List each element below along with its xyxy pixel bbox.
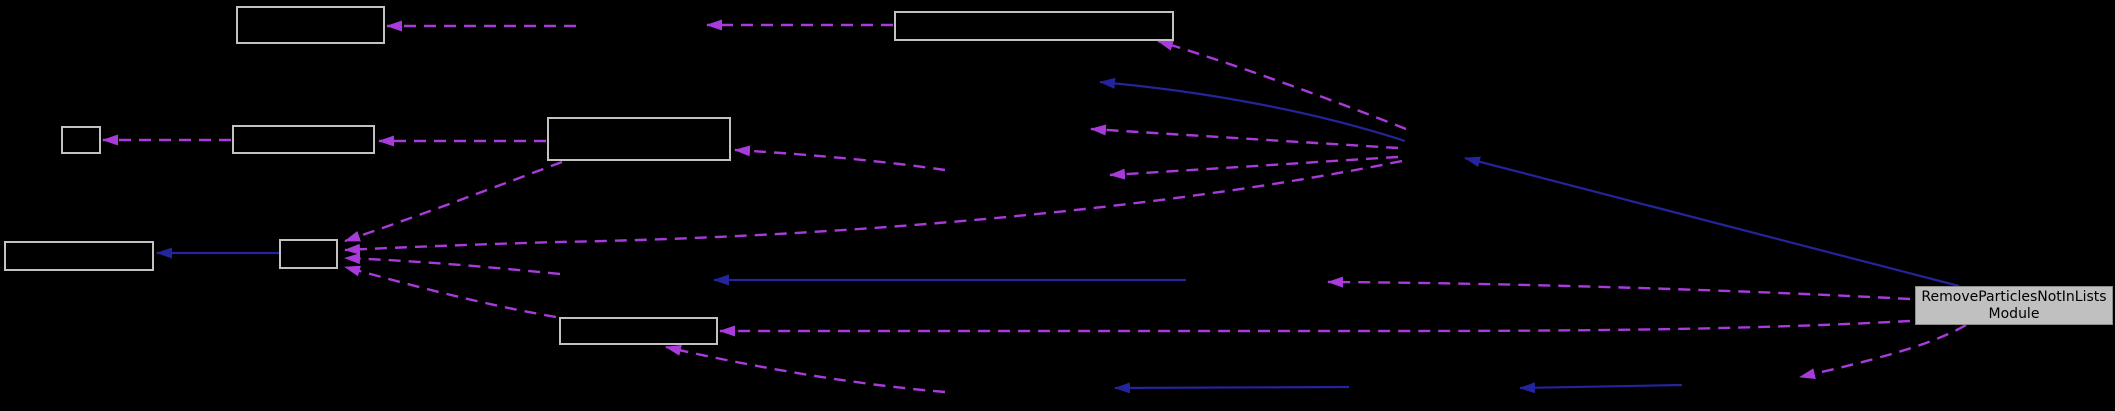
node-box-c[interactable] (61, 126, 101, 154)
node-box-f[interactable] (4, 241, 154, 271)
edge-module-to-hidden-j (1799, 323, 1967, 380)
node-box-a[interactable] (236, 6, 385, 44)
edge-module-to-hidden-b (1464, 156, 1960, 288)
edge-hidden-b-to-hidden-c (1099, 77, 1406, 143)
node-box-e[interactable] (547, 117, 731, 161)
module-label-line1: RemoveParticlesNotInLists (1921, 288, 2107, 305)
node-box-d[interactable] (232, 125, 375, 154)
node-box-g[interactable] (279, 239, 338, 269)
edge-box-i-to-box-g (344, 265, 557, 319)
edge-hidden-b-to-box-g (344, 159, 1403, 255)
edge-hidden-b-to-hidden-e (1109, 155, 1399, 180)
edge-hidden-e-to-box-e (734, 145, 946, 172)
node-remove-particles-not-in-lists-module[interactable]: RemoveParticlesNotInLists Module (1915, 286, 2113, 325)
edge-hidden-h-to-box-i (665, 345, 946, 394)
edge-hidden-b-to-hidden-d (1090, 124, 1399, 150)
node-box-i[interactable] (559, 317, 718, 345)
node-box-b[interactable] (894, 11, 1174, 41)
edge-hidden-i-to-hidden-h (1114, 382, 1350, 394)
edge-box-e-to-box-g (344, 160, 563, 243)
edge-hidden-f-to-box-g (344, 253, 561, 276)
edge-module-to-hidden-g (1327, 276, 1911, 301)
edge-hidden-b-to-box-b (1157, 39, 1407, 131)
module-label-line2: Module (1988, 305, 2040, 322)
edge-hidden-j-to-hidden-i (1519, 382, 1683, 394)
edge-module-to-box-i (719, 319, 1911, 337)
